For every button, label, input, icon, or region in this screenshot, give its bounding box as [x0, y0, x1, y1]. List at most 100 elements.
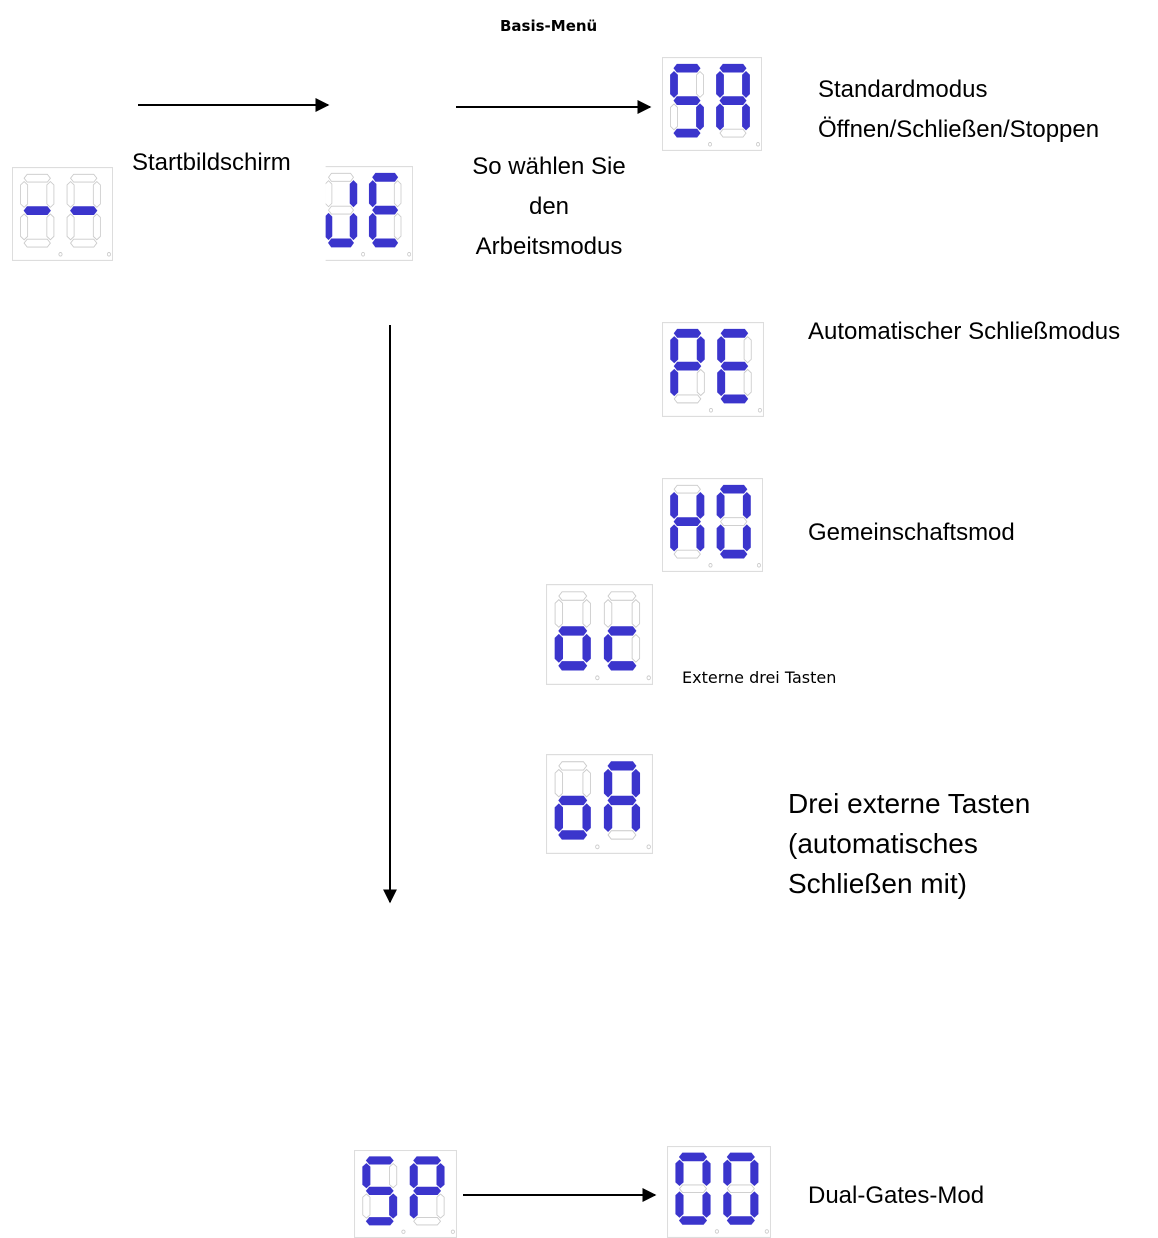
dual_gates-display-frame: [667, 1146, 771, 1238]
select-digit2-segment-e: [368, 212, 377, 241]
external_three-digit1-segment-g: [558, 626, 588, 636]
external_three-digit2-segment-b: [631, 598, 641, 628]
label-standard-line2: Öffnen/Schließen/Stoppen: [818, 116, 1100, 143]
standard-digit1-segment-b: [696, 70, 704, 98]
community-digit2-segment-g: [720, 517, 748, 527]
label-dual-gates: Dual-Gates-Mod: [808, 1182, 985, 1209]
standard-digit2-segment-e: [716, 103, 724, 131]
dual_source-digit2-segment-e: [409, 1193, 418, 1219]
select-segment-display: [317, 166, 413, 261]
community-decimal-point-1: [708, 563, 713, 568]
auto_close-digit2-segment-g: [720, 361, 749, 371]
community-digit1-segment-f: [670, 491, 679, 519]
label-standard-line1: Standardmodus: [818, 76, 988, 103]
select-digit1-segment-b: [349, 180, 358, 208]
dual_gates-digit2-segment-c: [750, 1191, 759, 1218]
auto_close-digit1-segment-b: [696, 336, 705, 364]
label-three-ext-line1: Drei externe Tasten: [788, 788, 1031, 819]
dual_gates-segment-display: [667, 1146, 771, 1238]
select-decimal-point-1: [361, 251, 366, 257]
standard-segment-display: [662, 57, 762, 151]
community-digit2-segment-e: [716, 524, 725, 552]
auto_close-digit2-segment-d: [720, 394, 749, 404]
display-standard: [662, 57, 762, 151]
auto_close-decimal-point-2: [757, 407, 762, 413]
dual_gates-digit2-segment-f: [723, 1159, 732, 1187]
standard-digit2-segment-b: [742, 70, 750, 98]
three_ext_auto-display-frame: [546, 754, 653, 854]
display-dual-gates: [667, 1146, 771, 1238]
start-digit1-segment-e: [20, 213, 29, 241]
three_ext_auto-digit1-segment-e: [554, 803, 564, 833]
select-digit2-segment-f: [368, 180, 377, 208]
display-auto-close: [662, 322, 764, 417]
standard-display-frame: [662, 57, 762, 151]
community-digit2-segment-f: [716, 491, 725, 519]
label-select-line2: den: [528, 193, 570, 220]
external_three-digit1-segment-d: [558, 661, 588, 671]
select-digit2-segment-d: [372, 238, 399, 248]
display-three-ext-auto: [546, 754, 653, 854]
label-three-ext-line3: Schließen mit): [788, 868, 967, 899]
standard-digit2-segment-c: [742, 103, 750, 131]
auto_close-digit2-segment-f: [717, 336, 726, 364]
three_ext_auto-digit1-segment-a: [558, 761, 588, 771]
dual_source-digit2-segment-c: [436, 1193, 445, 1219]
start-digit1-segment-g: [23, 206, 51, 216]
label-start: Startbildschirm: [132, 149, 291, 176]
select-digit1-segment-d: [328, 238, 354, 248]
start-segment-display: [12, 167, 113, 261]
dual_gates-digit1-segment-b: [702, 1159, 711, 1187]
start-decimal-point-2: [106, 252, 111, 257]
external_three-digit1-segment-a: [558, 591, 588, 601]
dual_source-digit2-segment-d: [413, 1217, 442, 1226]
start-digit1-segment-c: [46, 213, 55, 241]
community-segment-display: [662, 478, 763, 572]
dual_source-decimal-point-1: [401, 1229, 406, 1234]
standard-digit1-segment-g: [673, 96, 701, 106]
display-select-mode: [317, 166, 413, 261]
auto_close-digit1-segment-e: [670, 368, 679, 397]
auto_close-segment-display: [662, 322, 764, 417]
standard-digit2-segment-g: [719, 96, 747, 106]
label-standard: Standardmodus Öffnen/Schließen/Stoppen: [818, 70, 1099, 150]
community-digit1-segment-b: [696, 491, 705, 519]
three_ext_auto-decimal-point-1: [595, 844, 600, 850]
community-digit2-segment-a: [720, 484, 748, 494]
label-select-line3: Arbeitsmodus: [475, 233, 623, 260]
select-clip-mask: [317, 166, 326, 261]
external_three-digit1-segment-c: [582, 633, 591, 663]
start-digit1-segment-d: [23, 238, 51, 248]
label-community: Gemeinschaftsmod: [808, 519, 1015, 546]
dual_gates-digit2-segment-d: [726, 1216, 755, 1225]
auto_close-digit1-segment-a: [673, 328, 702, 338]
standard-digit1-segment-f: [670, 70, 678, 98]
external_three-digit2-segment-d: [607, 661, 637, 671]
dual_source-digit1-segment-f: [362, 1163, 371, 1189]
dual_source-digit2-segment-f: [409, 1163, 418, 1189]
auto_close-digit2-segment-a: [720, 328, 749, 338]
start-digit2-segment-f: [66, 180, 75, 208]
start-digit2-segment-e: [66, 213, 75, 241]
standard-decimal-point-1: [708, 142, 713, 147]
select-digit1-segment-c: [349, 212, 358, 241]
label-external-three: Externe drei Tasten: [682, 668, 837, 687]
start-digit1-segment-a: [23, 173, 51, 183]
standard-digit2-segment-a: [719, 63, 747, 73]
three_ext_auto-digit2-segment-d: [607, 830, 637, 840]
select-digit2-segment-a: [372, 172, 399, 182]
three_ext_auto-digit2-segment-e: [603, 803, 613, 833]
standard-digit1-segment-a: [673, 63, 701, 73]
dual_gates-digit2-segment-e: [723, 1191, 732, 1218]
dual_gates-digit1-segment-g: [678, 1184, 708, 1193]
auto_close-digit1-segment-g: [673, 361, 702, 371]
start-digit2-segment-a: [70, 173, 98, 183]
dual_gates-decimal-point-2: [764, 1229, 769, 1234]
auto_close-digit1-segment-c: [696, 368, 705, 397]
dual_source-digit1-segment-d: [365, 1217, 394, 1226]
dual_source-digit1-segment-b: [389, 1163, 398, 1189]
external_three-decimal-point-2: [646, 675, 651, 681]
community-digit1-segment-g: [673, 517, 701, 527]
community-digit2-segment-c: [742, 524, 751, 552]
external_three-segment-display: [546, 584, 653, 685]
